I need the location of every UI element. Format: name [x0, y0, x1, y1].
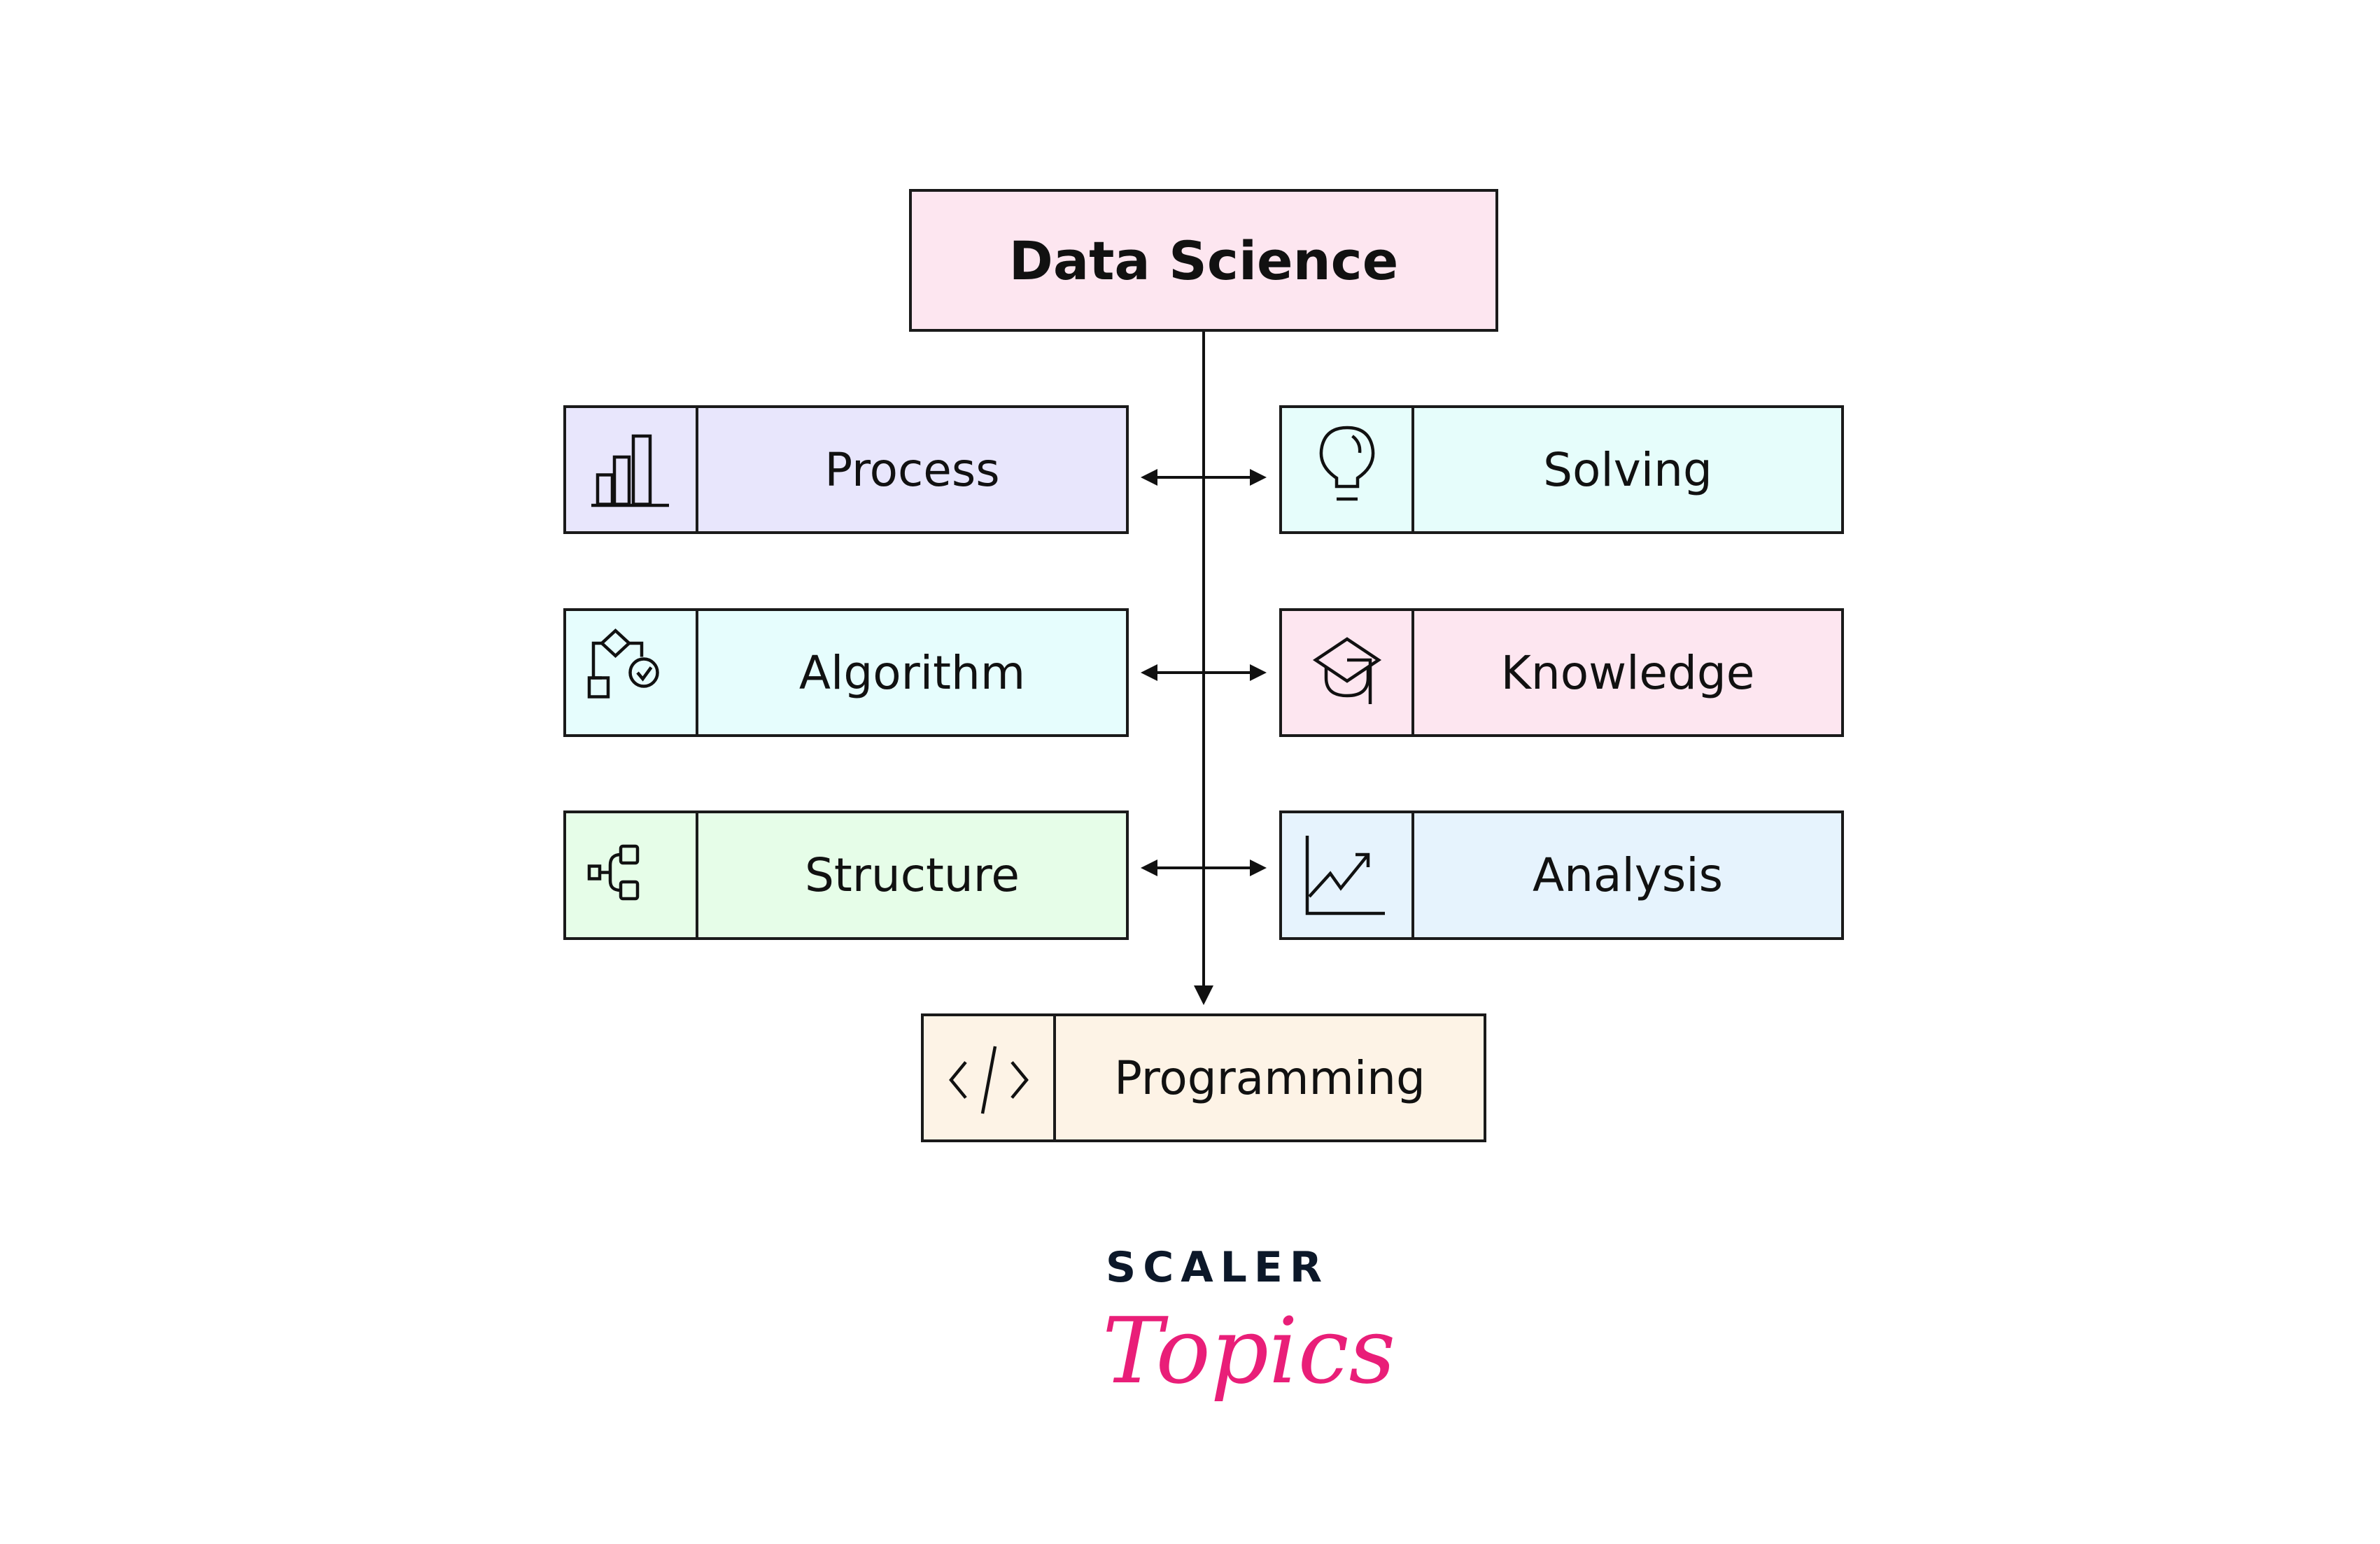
- double-arrow-row-3: [1141, 859, 1267, 876]
- process-label: Process: [824, 442, 1000, 497]
- double-arrow-row-2: [1141, 664, 1267, 681]
- knowledge-box: Knowledge: [1279, 608, 1844, 737]
- solving-box: Solving: [1279, 405, 1844, 534]
- structure-box: Structure: [563, 810, 1129, 940]
- programming-label: Programming: [1114, 1051, 1425, 1105]
- programming-box: Programming: [921, 1013, 1486, 1142]
- graduation-cap-icon: [1282, 611, 1414, 734]
- vertical-connector: [1202, 332, 1205, 997]
- logo-sub: Topics: [1102, 1298, 1396, 1404]
- structure-label: Structure: [804, 848, 1020, 902]
- title-box: Data Science: [909, 189, 1498, 332]
- trend-chart-icon: [1282, 813, 1414, 937]
- knowledge-label: Knowledge: [1500, 645, 1755, 700]
- process-box: Process: [563, 405, 1129, 534]
- logo-brand: SCALER: [1106, 1243, 1330, 1292]
- down-arrowhead: [1194, 985, 1213, 1005]
- algorithm-box: Algorithm: [563, 608, 1129, 737]
- algorithm-label: Algorithm: [798, 645, 1026, 700]
- code-icon: [924, 1016, 1056, 1139]
- analysis-label: Analysis: [1533, 848, 1723, 902]
- solving-label: Solving: [1543, 442, 1712, 497]
- flowchart-icon: [566, 611, 698, 734]
- hierarchy-icon: [566, 813, 698, 937]
- bar-chart-icon: [566, 408, 698, 531]
- analysis-box: Analysis: [1279, 810, 1844, 940]
- lightbulb-icon: [1282, 408, 1414, 531]
- double-arrow-row-1: [1141, 469, 1267, 486]
